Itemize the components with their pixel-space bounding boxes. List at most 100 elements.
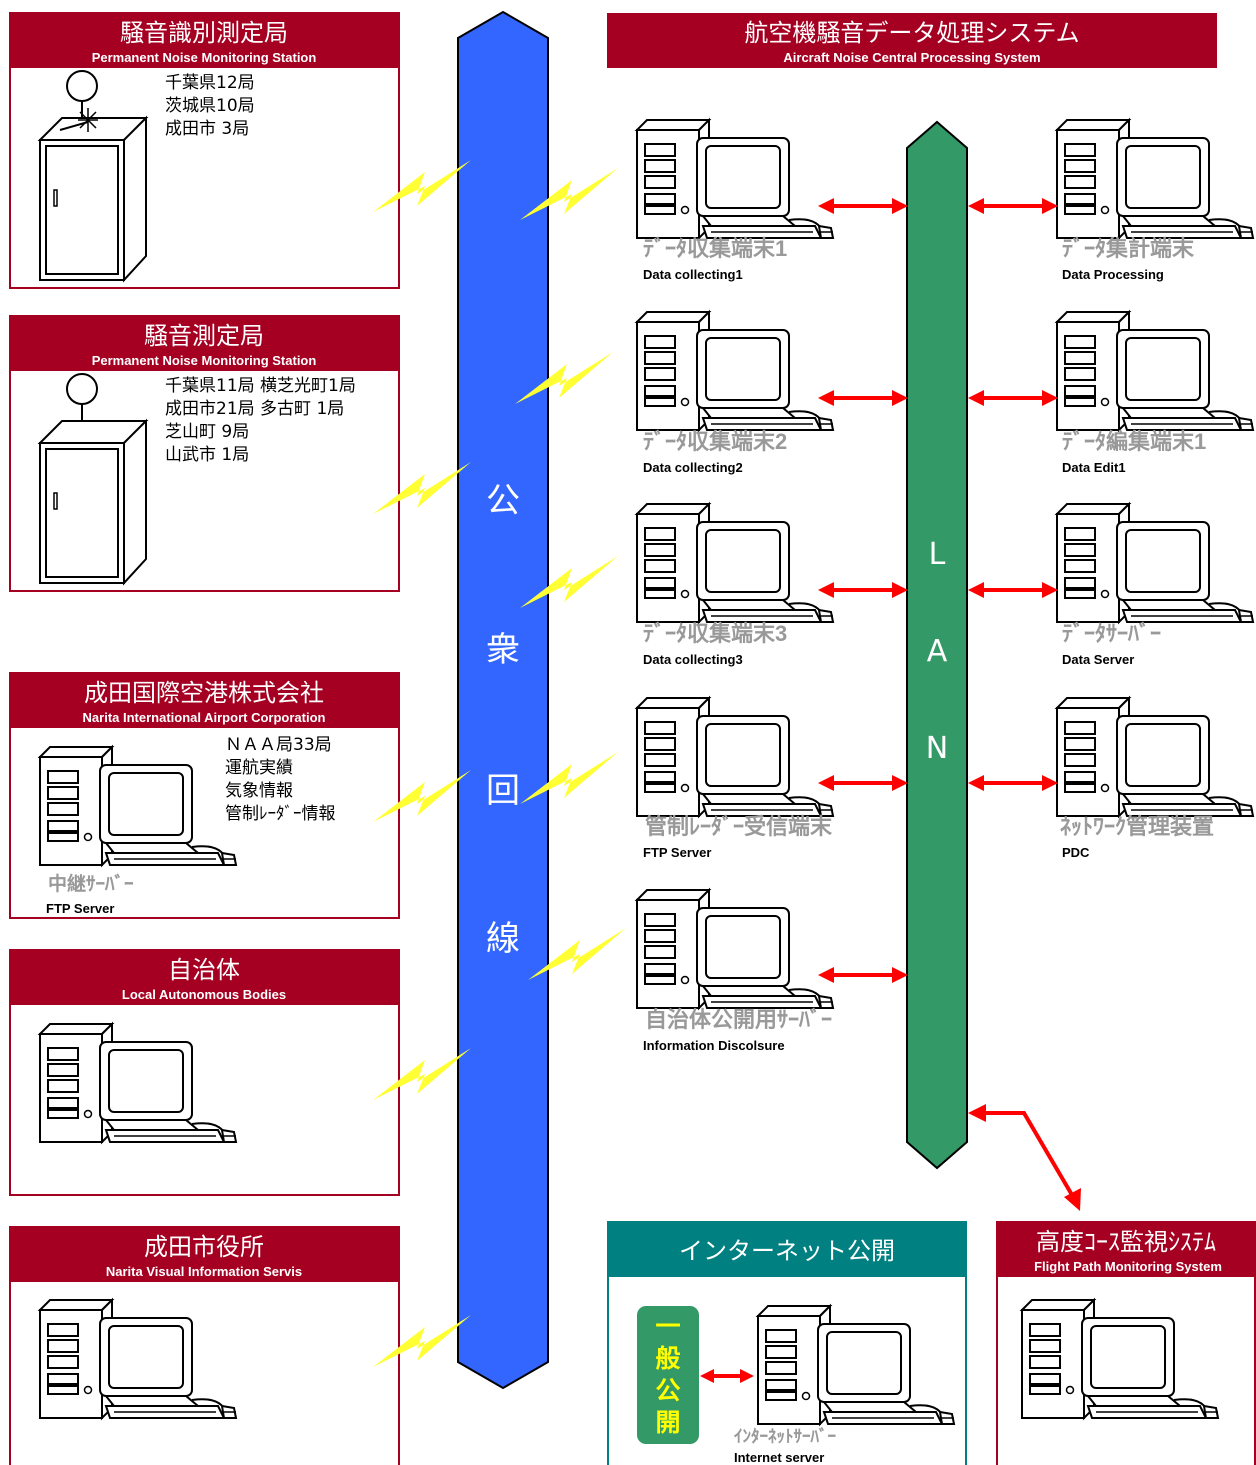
public-line-bar: 公 衆 回 線 (457, 10, 549, 1390)
node-radar-receiving-terminal: 管制ﾚｰﾀﾞｰ受信端末 FTP Server (636, 697, 834, 860)
panel-title-ja: 成田国際空港株式会社 (84, 679, 324, 707)
node-label-en: Data Processing (1062, 267, 1164, 282)
central-title-en: Aircraft Noise Central Processing System (783, 50, 1040, 65)
panel-narita-city-office: 成田市役所 Narita Visual Information Servis (9, 1226, 400, 1465)
info-line: 気象情報 (225, 781, 293, 801)
station-count-line: 成田市 3局 (165, 119, 249, 139)
lan-char: N (926, 731, 948, 766)
public-line-char: 回 (486, 771, 520, 811)
general-public-char: 公 (655, 1377, 680, 1405)
panel-local-autonomous-bodies: 自治体 Local Autonomous Bodies (9, 949, 400, 1196)
antenna-icon (59, 108, 98, 132)
computer-icon (1056, 503, 1254, 623)
station-count-line: 千葉県11局 横芝光町1局 (165, 376, 356, 396)
node-label-ja: ﾃﾞｰﾀｻｰﾊﾞｰ (1062, 621, 1161, 646)
lan-char: A (927, 634, 948, 669)
computer-icon (636, 503, 834, 623)
computer-icon (1056, 119, 1254, 239)
panel-title-en: Narita Visual Information Servis (106, 1264, 302, 1279)
node-information-disclosure-server: 自治体公開用ｻｰﾊﾞｰ Information Discolsure (636, 889, 834, 1053)
lan-char: L (929, 537, 946, 572)
panel-title-ja: インターネット公開 (679, 1237, 895, 1265)
panel-title-ja: 騒音識別測定局 (120, 19, 288, 47)
panel-title-ja: 自治体 (168, 956, 240, 984)
internet-server-label-ja: ｲﾝﾀｰﾈｯﾄｻｰﾊﾞｰ (734, 1426, 836, 1446)
public-line-char: 線 (486, 919, 520, 959)
computer-icon (636, 697, 834, 817)
double-arrow-icon (966, 196, 1060, 216)
panel-flight-path-monitoring: 高度ｺｰｽ監視ｼｽﾃﾑ Flight Path Monitoring Syste… (996, 1221, 1256, 1465)
panel-noise-identification-station: 騒音識別測定局 Permanent Noise Monitoring Stati… (9, 12, 400, 289)
double-arrow-icon (966, 773, 1060, 793)
node-label-en: Information Discolsure (643, 1038, 785, 1053)
node-label-ja: ﾃﾞｰﾀ集計端末 (1062, 236, 1195, 261)
panel-title-en: Flight Path Monitoring System (1034, 1259, 1222, 1274)
node-label-ja: 自治体公開用ｻｰﾊﾞｰ (645, 1007, 832, 1032)
station-count-line: 千葉県12局 (165, 73, 255, 93)
node-label-ja: 管制ﾚｰﾀﾞｰ受信端末 (645, 814, 833, 839)
node-label-en: PDC (1062, 845, 1090, 860)
node-label-ja: ﾃﾞｰﾀ収集端末3 (643, 621, 787, 646)
node-data-server: ﾃﾞｰﾀｻｰﾊﾞｰ Data Server (1056, 503, 1254, 667)
double-arrow-icon (816, 196, 910, 216)
panel-title-ja: 騒音測定局 (144, 322, 264, 350)
node-label-ja: ﾃﾞｰﾀ編集端末1 (1062, 429, 1206, 454)
double-arrow-icon (816, 773, 910, 793)
public-line-char: 公 (486, 481, 520, 521)
node-data-processing: ﾃﾞｰﾀ集計端末 Data Processing (1056, 119, 1254, 282)
info-line: 運航実績 (225, 758, 293, 778)
general-public-char: 一 (655, 1313, 680, 1341)
computer-icon (1056, 311, 1254, 431)
node-data-collecting-2: ﾃﾞｰﾀ収集端末2 Data collecting2 (636, 311, 834, 475)
node-data-collecting-1: ﾃﾞｰﾀ収集端末1 Data collecting1 (636, 119, 834, 282)
double-arrow-icon (816, 965, 910, 985)
general-public-box (637, 1306, 699, 1444)
double-arrow-icon (816, 580, 910, 600)
node-network-management-pdc: ﾈｯﾄﾜｰｸ管理装置 PDC (1056, 697, 1254, 860)
panel-title-en-visible: Local Autonomous Bodies (122, 987, 286, 1002)
panel-narita-airport-corporation: 成田国際空港株式会社 Narita International Airport … (9, 672, 400, 919)
node-label-ja: ﾈｯﾄﾜｰｸ管理装置 (1060, 814, 1214, 839)
computer-icon (636, 889, 834, 1009)
lan-bar: L A N (906, 120, 968, 1170)
central-system-header: 航空機騒音データ処理システム Aircraft Noise Central Pr… (607, 13, 1217, 68)
panel-title-en: Permanent Noise Monitoring Station (92, 353, 317, 368)
node-label-en: Data collecting3 (643, 652, 743, 667)
relay-server-label-ja: 中継ｻｰﾊﾞｰ (48, 872, 134, 895)
computer-icon (636, 119, 834, 239)
info-line: 管制ﾚｰﾀﾞｰ情報 (225, 804, 336, 824)
double-arrow-icon (700, 1369, 754, 1383)
node-label-ja: ﾃﾞｰﾀ収集端末2 (643, 429, 787, 454)
station-count-line: 山武市 1局 (165, 445, 249, 465)
public-line-char: 衆 (486, 630, 520, 670)
panel-title-ja: 高度ｺｰｽ監視ｼｽﾃﾑ (1036, 1228, 1216, 1256)
computer-icon (1056, 697, 1254, 817)
panel-title-ja: 成田市役所 (144, 1233, 264, 1261)
info-line: ＮＡＡ局33局 (225, 735, 332, 755)
lan-to-flight-path-arrow (968, 1104, 1081, 1211)
node-label-en: Data Edit1 (1062, 460, 1126, 475)
double-arrow-icon (966, 580, 1060, 600)
station-count-line: 成田市21局 多古町 1局 (165, 399, 344, 419)
node-data-edit-1: ﾃﾞｰﾀ編集端末1 Data Edit1 (1056, 311, 1254, 475)
double-arrow-icon (816, 388, 910, 408)
station-count-line: 芝山町 9局 (165, 422, 249, 442)
panel-title-en: Narita International Airport Corporation (83, 710, 326, 725)
relay-server-label-en: FTP Server (46, 901, 114, 916)
node-label-en: FTP Server (643, 845, 711, 860)
panel-noise-monitoring-station: 騒音測定局 Permanent Noise Monitoring Station… (9, 315, 400, 592)
panel-internet-public: インターネット公開 一 般 公 開 ｲﾝﾀｰﾈｯﾄｻｰﾊﾞｰ Internet … (607, 1221, 967, 1465)
node-label-en: Data collecting2 (643, 460, 743, 475)
computer-icon (636, 311, 834, 431)
central-title-ja: 航空機騒音データ処理システム (744, 19, 1079, 47)
node-label-en: Data Server (1062, 652, 1134, 667)
general-public-char: 開 (655, 1409, 680, 1437)
node-label-en: Data collecting1 (643, 267, 743, 282)
general-public-char: 般 (655, 1344, 680, 1373)
internet-server-label-en: Internet server (734, 1450, 824, 1465)
double-arrow-icon (966, 388, 1060, 408)
node-label-ja: ﾃﾞｰﾀ収集端末1 (643, 236, 787, 261)
node-data-collecting-3: ﾃﾞｰﾀ収集端末3 Data collecting3 (636, 503, 834, 667)
station-count-line: 茨城県10局 (165, 96, 255, 116)
